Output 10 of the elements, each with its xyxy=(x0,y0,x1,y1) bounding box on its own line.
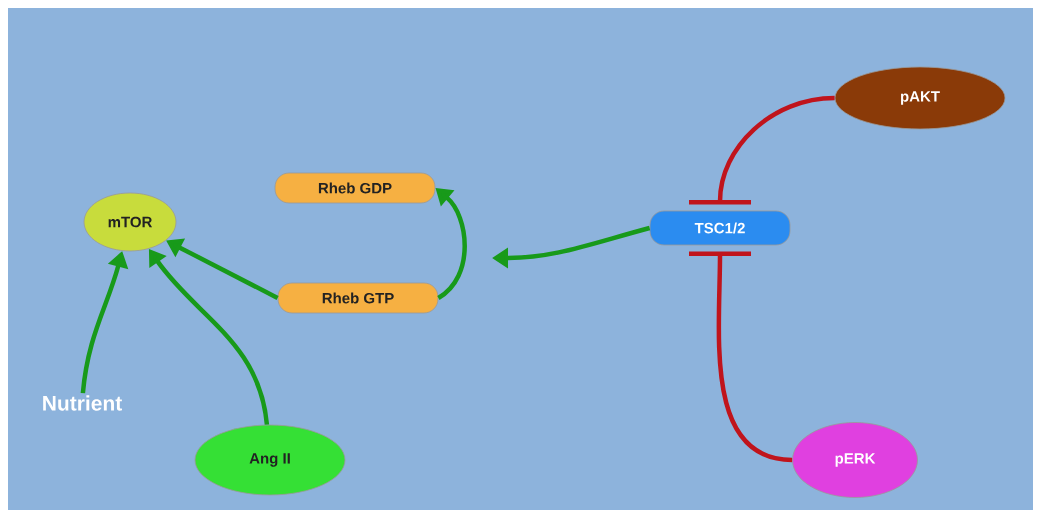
molecule-pill: TSC1/2 xyxy=(649,210,791,246)
molecule-pill: Rheb GDP xyxy=(274,172,436,204)
molecule-blob: Ang II xyxy=(194,424,346,496)
molecule-pill: Rheb GTP xyxy=(277,282,439,314)
node-label: Nutrient xyxy=(43,395,122,411)
inhibition-line xyxy=(689,95,835,205)
molecule-blob: mTOR xyxy=(83,192,177,252)
molecule-blob: pAKT xyxy=(834,66,1006,130)
molecule-blob: pERK xyxy=(792,422,918,498)
inhibition-line xyxy=(689,251,793,463)
